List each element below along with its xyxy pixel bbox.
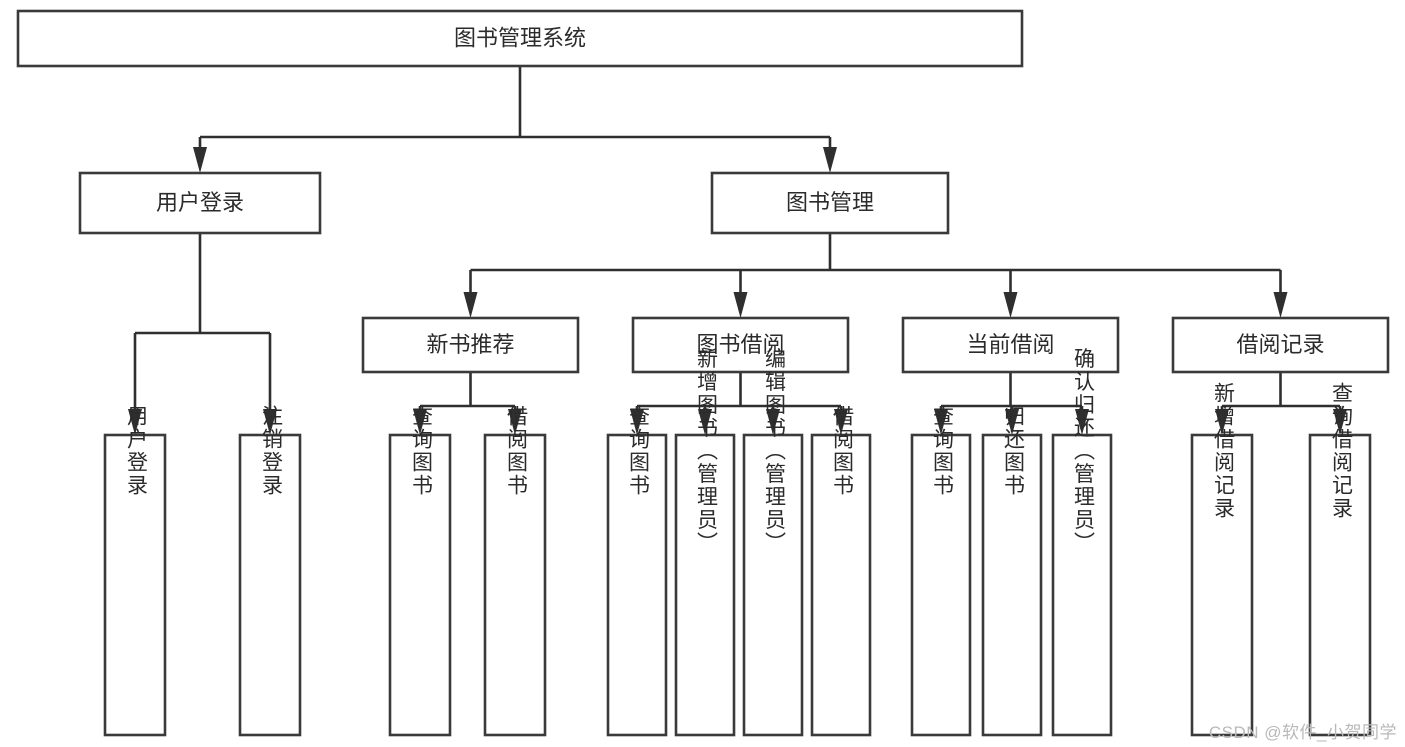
node-box <box>103 433 167 737</box>
node-label: 新书推荐 <box>426 332 514 357</box>
arrow-head-icon <box>263 409 277 435</box>
arrow-head-icon <box>1273 292 1288 318</box>
node-leaf-logout[interactable]: 注销登录 <box>238 405 302 737</box>
node-box <box>631 316 850 374</box>
node-label: 归还图书 <box>1001 405 1025 497</box>
node-label: 借阅记录 <box>1236 332 1324 357</box>
node-root[interactable]: 图书管理系统 <box>16 9 1024 68</box>
node-box <box>981 433 1043 737</box>
node-box <box>674 433 736 737</box>
node-box <box>78 171 322 235</box>
node-box <box>1171 316 1390 374</box>
arrow-head-icon <box>508 409 522 435</box>
node-book-borrow[interactable]: 图书借阅 <box>631 316 850 374</box>
node-box <box>16 9 1024 68</box>
csdn-watermark: CSDN @软件_小贺同学 <box>1208 723 1397 742</box>
node-label: 查询图书 <box>626 405 650 497</box>
node-label: 当前借阅 <box>966 332 1054 357</box>
arrow-head-icon <box>698 409 712 435</box>
arrow-head-icon <box>934 409 948 435</box>
arrow-head-icon <box>463 292 478 318</box>
node-label: 用户登录 <box>156 190 244 215</box>
arrow-head-icon <box>1333 409 1347 435</box>
node-borrow-record[interactable]: 借阅记录 <box>1171 316 1390 374</box>
node-box <box>1308 433 1372 737</box>
node-leaf-edit-book[interactable]: 编辑图书（管理员） <box>742 348 804 737</box>
arrow-head-icon <box>1003 292 1018 318</box>
node-box <box>710 171 950 235</box>
node-label: 注销登录 <box>259 405 283 497</box>
node-book-manage[interactable]: 图书管理 <box>710 171 950 235</box>
node-label: 确认归还（管理员） <box>1071 348 1095 555</box>
node-new-book-rec[interactable]: 新书推荐 <box>361 316 580 374</box>
node-box <box>483 433 547 737</box>
node-leaf-add-record[interactable]: 新增借阅记录 <box>1190 382 1254 737</box>
node-leaf-borrow-book-1[interactable]: 借阅图书 <box>483 405 547 737</box>
node-user-login[interactable]: 用户登录 <box>78 171 322 235</box>
node-label: 用户登录 <box>124 405 148 497</box>
node-current-borrow[interactable]: 当前借阅 <box>901 316 1120 374</box>
arrow-head-icon <box>823 147 837 173</box>
node-label: 编辑图书（管理员） <box>762 348 786 555</box>
node-box <box>1190 433 1254 737</box>
node-label: 借阅图书 <box>504 405 528 497</box>
node-label: 查询图书 <box>409 405 433 497</box>
node-leaf-query-book-2[interactable]: 查询图书 <box>606 405 668 737</box>
arrow-head-icon <box>834 409 848 435</box>
node-box <box>810 433 872 737</box>
node-label: 图书借阅 <box>696 332 784 357</box>
node-leaf-add-book[interactable]: 新增图书（管理员） <box>674 348 736 737</box>
node-leaf-user-login[interactable]: 用户登录 <box>103 405 167 737</box>
node-leaf-query-record[interactable]: 查询借阅记录 <box>1308 382 1372 737</box>
node-leaf-query-book-1[interactable]: 查询图书 <box>388 405 452 737</box>
arrow-head-icon <box>630 409 644 435</box>
arrow-head-icon <box>1075 409 1089 435</box>
connector-layer <box>128 66 1347 435</box>
arrow-head-icon <box>766 409 780 435</box>
node-leaf-borrow-book-2[interactable]: 借阅图书 <box>810 405 872 737</box>
arrow-head-icon <box>1215 409 1229 435</box>
node-label: 借阅图书 <box>830 405 854 497</box>
node-label: 图书管理 <box>786 190 874 215</box>
arrow-head-icon <box>733 292 748 318</box>
node-box <box>1051 433 1113 737</box>
arrow-head-icon <box>193 147 207 173</box>
node-box <box>388 433 452 737</box>
node-label: 查询图书 <box>930 405 954 497</box>
node-leaf-return-book[interactable]: 归还图书 <box>981 405 1043 737</box>
node-box <box>361 316 580 374</box>
arrow-head-icon <box>128 409 142 435</box>
node-leaf-query-book-3[interactable]: 查询图书 <box>910 405 972 737</box>
node-leaf-confirm-return[interactable]: 确认归还（管理员） <box>1051 348 1113 737</box>
node-box <box>742 433 804 737</box>
node-box <box>901 316 1120 374</box>
node-label: 新增图书（管理员） <box>694 348 718 555</box>
node-layer: 图书管理系统用户登录图书管理新书推荐图书借阅当前借阅借阅记录用户登录注销登录查询… <box>16 9 1390 737</box>
node-label: 新增借阅记录 <box>1211 382 1235 520</box>
arrow-head-icon <box>413 409 427 435</box>
node-label: 图书管理系统 <box>454 25 586 50</box>
node-box <box>910 433 972 737</box>
node-box <box>606 433 668 737</box>
node-box <box>238 433 302 737</box>
arrow-head-icon <box>1005 409 1019 435</box>
node-label: 查询借阅记录 <box>1329 382 1353 520</box>
